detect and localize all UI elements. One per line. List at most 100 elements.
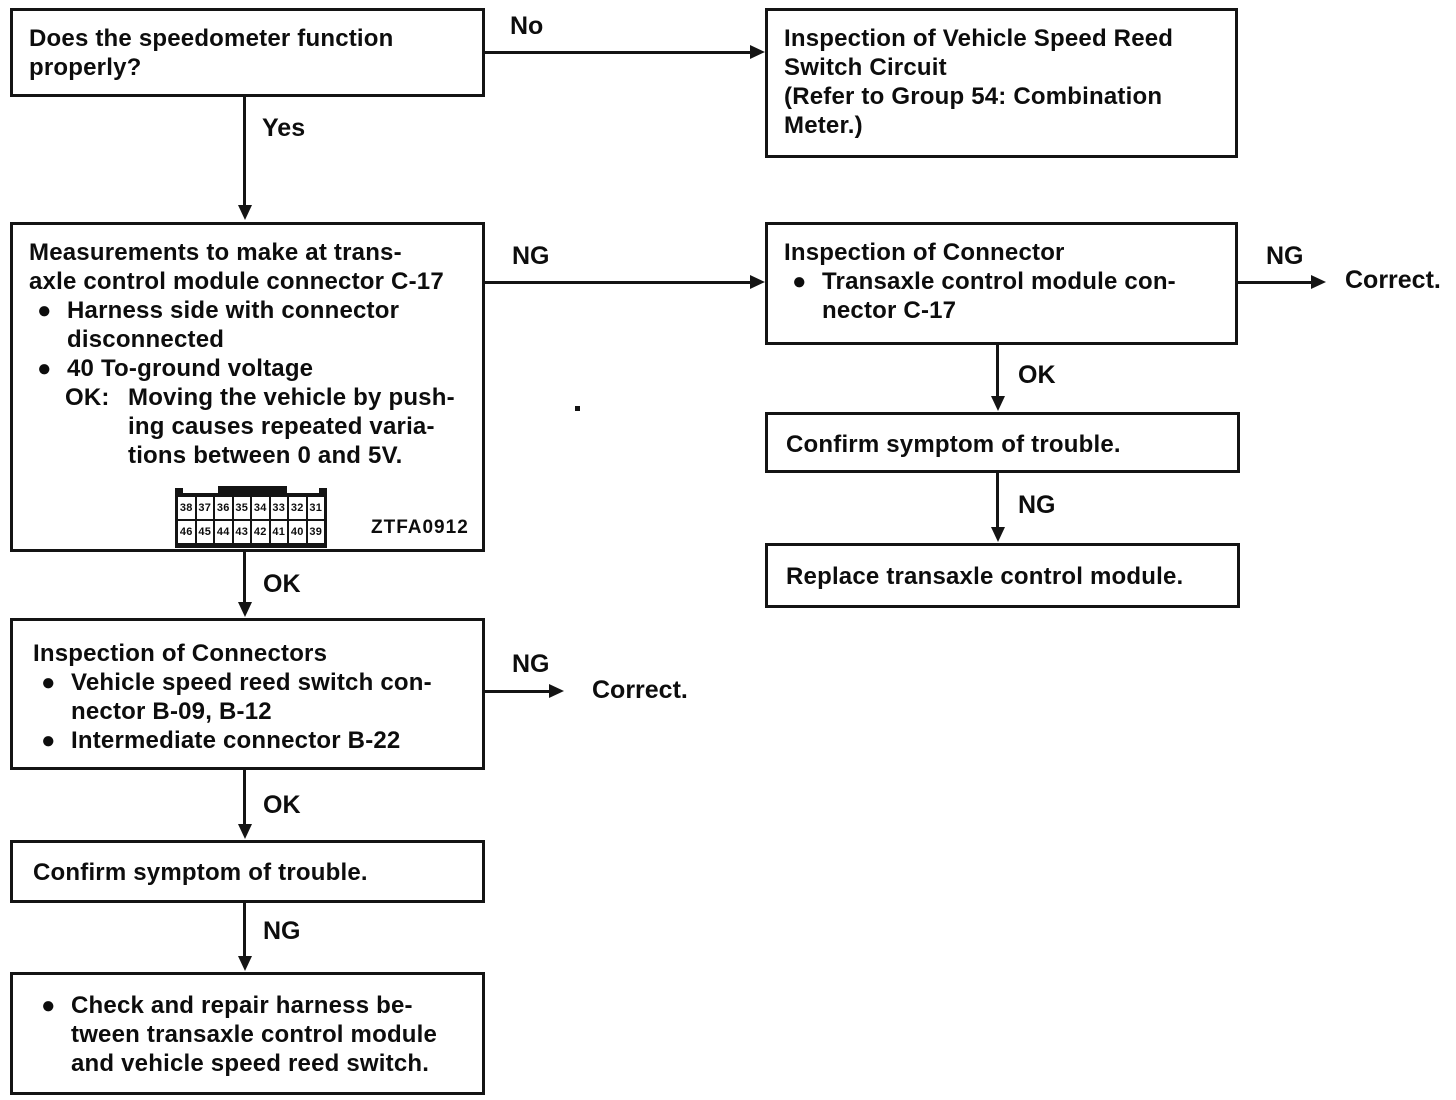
edge-label-ok: OK <box>1018 361 1056 389</box>
bullet-text: Check and repair harness be- <box>71 992 413 1019</box>
node-text: Inspection of Connectors <box>33 640 328 667</box>
node-connectors-inspection-left: Inspection of Connectors ● Vehicle speed… <box>10 618 485 770</box>
connector-pin: 46 <box>178 521 195 543</box>
edge-left-inspection-ok <box>243 770 246 826</box>
bullet-item: ● Harness side with connector <box>29 296 466 325</box>
arrowhead-down-icon <box>238 956 252 971</box>
connector-pin: 35 <box>233 497 250 519</box>
bullet-icon: ● <box>41 992 56 1019</box>
connector-pin: 38 <box>178 497 195 519</box>
connector-pin: 40 <box>289 521 306 543</box>
node-text: Measurements to make at trans- <box>29 239 402 266</box>
bullet-item: ● Check and repair harness be- <box>33 991 462 1020</box>
node-text: (Refer to Group 54: Combination <box>784 83 1163 110</box>
edge-confirm-right-ng <box>996 473 999 529</box>
bullet-icon: ● <box>41 727 56 754</box>
connector-pin: 32 <box>289 497 306 519</box>
node-reed-switch-circuit-inspection: Inspection of Vehicle Speed Reed Switch … <box>765 8 1238 158</box>
edge-label-ok: OK <box>263 791 301 819</box>
connector-latch-tab <box>217 486 288 493</box>
edge-label-ng: NG <box>512 242 550 270</box>
bullet-text: nector C-17 <box>822 297 957 324</box>
connector-pin: 43 <box>233 521 250 543</box>
edge-label-ng: NG <box>1018 491 1056 519</box>
connector-pin: 36 <box>215 497 232 519</box>
ok-text: ing causes repeated varia- <box>128 413 435 440</box>
bullet-item: ● Vehicle speed reed switch con- <box>33 668 462 697</box>
connector-pin: 42 <box>252 521 269 543</box>
bullet-text: and vehicle speed reed switch. <box>71 1050 430 1077</box>
scan-artifact-dot <box>575 406 580 411</box>
edge-label-no: No <box>510 12 544 40</box>
arrowhead-right-icon <box>549 684 564 698</box>
node-text: Does the speedometer function <box>29 25 394 52</box>
bullet-item: ● 40 To-ground voltage <box>29 354 466 383</box>
terminal-correct: Correct. <box>592 676 688 704</box>
bullet-text: 40 To-ground voltage <box>67 355 314 382</box>
connector-pin-row-top: 38 37 36 35 34 33 32 31 <box>178 497 324 519</box>
arrowhead-down-icon <box>238 205 252 220</box>
bullet-text: nector B-09, B-12 <box>71 698 272 725</box>
terminal-correct: Correct. <box>1345 266 1441 294</box>
edge-left-inspection-ng <box>485 690 551 693</box>
arrowhead-down-icon <box>238 602 252 617</box>
connector-pin: 33 <box>270 497 287 519</box>
node-text: Inspection of Vehicle Speed Reed <box>784 25 1174 52</box>
connector-pin: 41 <box>270 521 287 543</box>
arrowhead-right-icon <box>750 275 765 289</box>
node-text: Inspection of Connector <box>784 239 1065 266</box>
edge-measurements-ng <box>485 281 751 284</box>
arrowhead-down-icon <box>991 396 1005 411</box>
bullet-text: Transaxle control module con- <box>822 268 1176 295</box>
node-measurements-c17: Measurements to make at trans- axle cont… <box>10 222 485 552</box>
node-confirm-symptom-left: Confirm symptom of trouble. <box>10 840 485 903</box>
bullet-text: disconnected <box>67 326 225 353</box>
node-text: Replace transaxle control module. <box>786 563 1184 590</box>
ok-key: OK: <box>65 384 110 411</box>
node-text: properly? <box>29 54 142 81</box>
edge-confirm-left-ng <box>243 903 246 958</box>
connector-pin: 34 <box>252 497 269 519</box>
bullet-text: tween transaxle control module <box>71 1021 438 1048</box>
figure-code: ZTFA0912 <box>371 517 469 538</box>
node-confirm-symptom-right: Confirm symptom of trouble. <box>765 412 1240 473</box>
ok-criteria: OK: Moving the vehicle by push- <box>29 383 466 412</box>
node-replace-module: Replace transaxle control module. <box>765 543 1240 608</box>
arrowhead-right-icon <box>750 45 765 59</box>
node-text: axle control module connector C-17 <box>29 268 444 295</box>
edge-label-ok: OK <box>263 570 301 598</box>
node-text: Confirm symptom of trouble. <box>786 431 1121 458</box>
ok-text: tions between 0 and 5V. <box>128 442 403 469</box>
ok-text: Moving the vehicle by push- <box>128 384 455 411</box>
edge-label-ng: NG <box>512 650 550 678</box>
bullet-icon: ● <box>41 669 56 696</box>
connector-pin: 45 <box>196 521 213 543</box>
bullet-text: Harness side with connector <box>67 297 400 324</box>
connector-pin: 39 <box>307 521 324 543</box>
bullet-item: ● Transaxle control module con- <box>784 267 1219 296</box>
edge-question-no <box>485 51 751 54</box>
node-check-repair-harness: ● Check and repair harness be- tween tra… <box>10 972 485 1095</box>
node-text: Meter.) <box>784 112 863 139</box>
edge-right-inspection-ok <box>996 345 999 398</box>
edge-right-inspection-ng <box>1238 281 1312 284</box>
edge-measurements-ok <box>243 552 246 604</box>
node-connector-inspection-right: Inspection of Connector ● Transaxle cont… <box>765 222 1238 345</box>
node-text: Switch Circuit <box>784 54 947 81</box>
bullet-text: Vehicle speed reed switch con- <box>71 669 432 696</box>
arrowhead-down-icon <box>991 527 1005 542</box>
connector-c17-pinout-figure: 38 37 36 35 34 33 32 31 46 45 44 43 42 4… <box>175 486 327 548</box>
edge-label-ng: NG <box>1266 242 1304 270</box>
edge-label-ng: NG <box>263 917 301 945</box>
connector-pin: 37 <box>196 497 213 519</box>
connector-pin: 44 <box>215 521 232 543</box>
connector-ear <box>175 488 183 493</box>
arrowhead-down-icon <box>238 824 252 839</box>
connector-pin: 31 <box>307 497 324 519</box>
bullet-item: ● Intermediate connector B-22 <box>33 726 462 755</box>
arrowhead-right-icon <box>1311 275 1326 289</box>
connector-ear <box>319 488 327 493</box>
bullet-icon: ● <box>37 297 52 324</box>
edge-label-yes: Yes <box>262 114 306 142</box>
